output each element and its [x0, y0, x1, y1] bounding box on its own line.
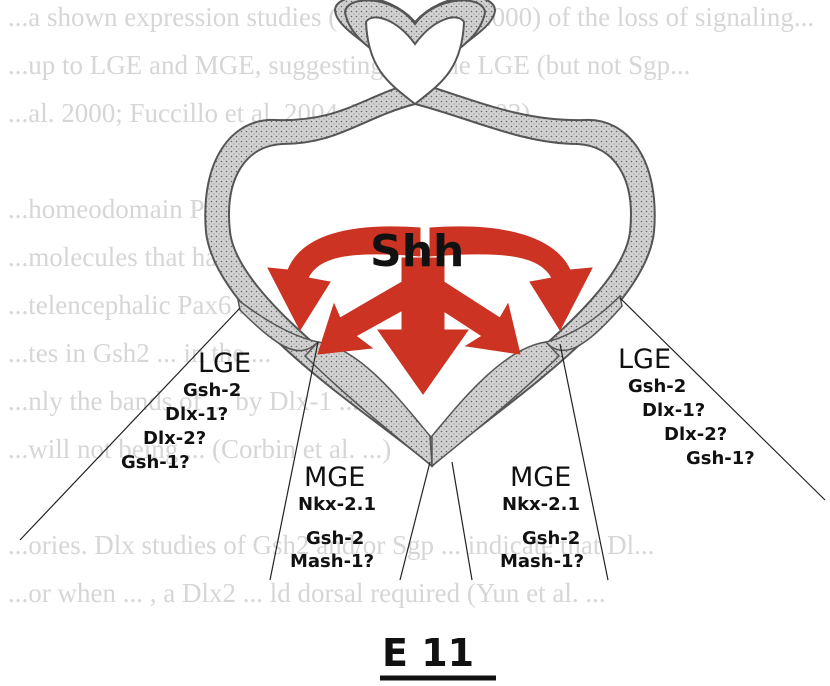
- background-text-line: ...or when ... , a Dlx2 ... ld dorsal re…: [8, 578, 606, 608]
- mge-left-gene: Gsh-2: [306, 528, 364, 549]
- stage-label: E 11: [382, 631, 474, 675]
- lge-left-gene: Gsh-1?: [121, 452, 190, 473]
- background-text-line: ...up to LGE and MGE, suggesting that th…: [8, 50, 690, 80]
- mge-left-labels: MGE Nkx-2.1 Gsh-2 Mash-1?: [290, 462, 376, 572]
- lge-right-gene: Dlx-1?: [642, 400, 705, 421]
- mge-right-gene: Nkx-2.1: [502, 494, 580, 515]
- lge-left-gene: Gsh-2: [183, 380, 241, 401]
- mge-right-gene: Mash-1?: [500, 551, 584, 572]
- mge-left-gene: Nkx-2.1: [298, 494, 376, 515]
- mge-left-title: MGE: [304, 462, 365, 493]
- lge-left-gene: Dlx-1?: [165, 404, 228, 425]
- mge-right-title: MGE: [510, 462, 571, 493]
- shh-label: Shh: [370, 226, 464, 277]
- lge-right-gene: Dlx-2?: [664, 424, 727, 445]
- lge-left-title: LGE: [198, 348, 251, 379]
- lge-right-gene: Gsh-1?: [686, 448, 755, 469]
- lge-right-title: LGE: [618, 344, 671, 375]
- lge-left-gene: Dlx-2?: [143, 428, 206, 449]
- mge-right-labels: MGE Nkx-2.1 Gsh-2 Mash-1?: [500, 462, 584, 572]
- mge-right-gene: Gsh-2: [522, 528, 580, 549]
- lge-right-gene: Gsh-2: [628, 376, 686, 397]
- mge-left-gene: Mash-1?: [290, 551, 374, 572]
